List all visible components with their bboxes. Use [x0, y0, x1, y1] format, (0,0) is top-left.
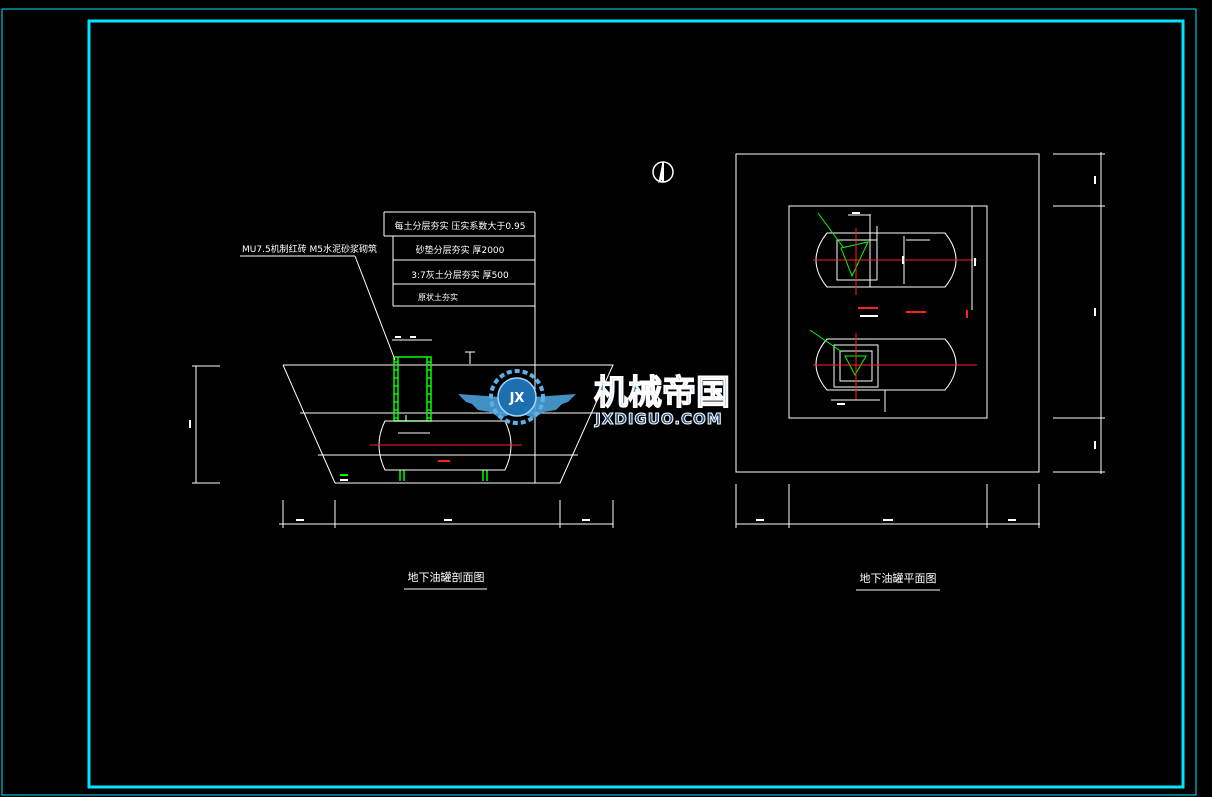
plan-view: 地下油罐平面图 — [735, 152, 1105, 591]
watermark-brand: 机械帝国 — [594, 373, 730, 413]
wall-callout-label: MU7.5机制红砖 M5水泥砂浆砌筑 — [242, 243, 377, 255]
plan-dimensions — [735, 152, 1105, 528]
plan-centerlines — [813, 228, 977, 400]
layer-3-label: 3:7灰土分层夯实 厚500 — [411, 269, 509, 281]
section-view-title: 地下油罐剖面图 — [408, 570, 485, 584]
oil-tank-section — [378, 415, 512, 471]
layer-callout-table — [383, 211, 536, 483]
plan-label-mark — [860, 315, 878, 317]
brick-wall — [393, 356, 488, 481]
oil-tank-plan-1 — [815, 214, 957, 288]
section-view: 每土分层夯实 压实系数大于0.95 砂垫分层夯实 厚2000 3:7灰土分层夯实… — [189, 211, 614, 590]
layer-2-label: 砂垫分层夯实 厚2000 — [416, 244, 505, 256]
excavation-outline — [282, 364, 614, 484]
layer-1-label: 每土分层夯实 压实系数大于0.95 — [395, 220, 526, 232]
watermark-badge: JX — [509, 391, 525, 406]
tank-1-inner-hatch — [817, 212, 869, 278]
drawing-frame — [1, 8, 1197, 796]
watermark-gear-icon — [489, 369, 545, 425]
watermark: JX 机械帝国 JXDIGUO.COM — [458, 369, 731, 429]
watermark-domain: JXDIGUO.COM — [594, 410, 722, 428]
plan-outline — [735, 153, 1040, 473]
plan-view-title: 地下油罐平面图 — [860, 571, 937, 585]
wall-callout-leader — [240, 255, 396, 361]
section-dimensions — [192, 339, 614, 528]
section-pipe — [465, 351, 475, 364]
tank-label-mark — [438, 460, 450, 462]
plan-red-labels — [858, 307, 968, 318]
north-arrow-icon — [652, 161, 674, 184]
section-dim-ticks — [189, 336, 590, 521]
layer-4-label: 原状土夯实 — [418, 292, 458, 302]
plan-dim-ticks — [756, 176, 1096, 521]
